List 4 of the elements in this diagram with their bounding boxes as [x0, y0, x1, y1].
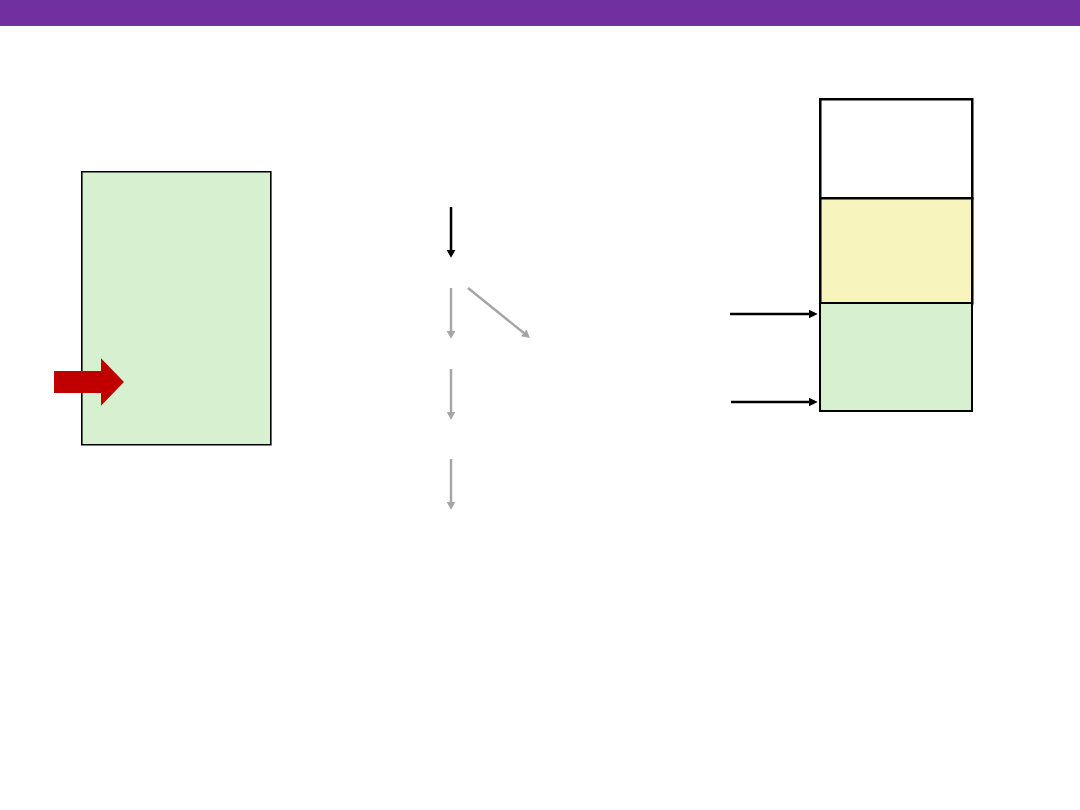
box [819, 302, 973, 412]
box [819, 98, 974, 200]
box [81, 171, 272, 446]
box [819, 197, 974, 305]
